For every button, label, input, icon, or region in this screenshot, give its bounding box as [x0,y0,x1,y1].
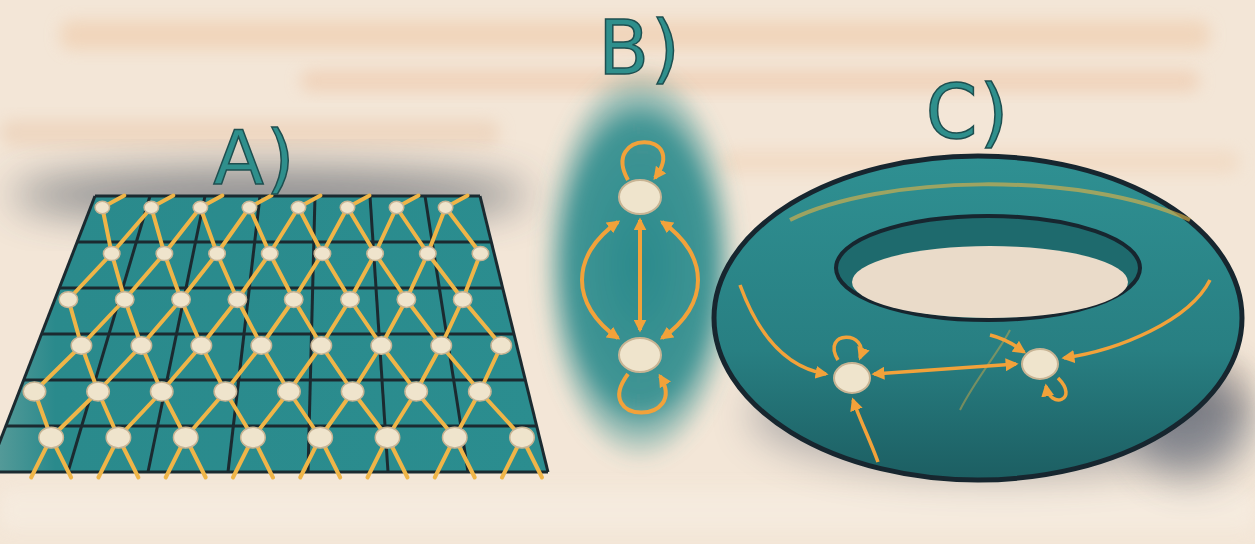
lattice-site [173,427,198,448]
panel-label-box: C) [926,75,1011,149]
grid-line [0,471,548,474]
lattice-site [405,382,428,401]
grid-line [59,287,502,290]
transition-arrow [619,374,665,413]
lattice-site [311,337,332,354]
grid-line [77,241,491,244]
transition-arrow [990,335,1024,352]
lattice-site [367,246,384,260]
lattice-site [453,292,472,308]
lattice-site [156,246,173,260]
lattice-site [144,201,159,213]
lattice-site [469,382,492,401]
lattice-site [115,292,134,308]
lattice-site [23,382,46,401]
lattice-site [472,246,489,260]
torus-highlight [960,330,1010,410]
lattice-site [39,427,64,448]
lattice-site [95,201,110,213]
site-dot [619,338,661,372]
transition-arrow [582,222,618,338]
panel-label: C) [926,69,1011,155]
lattice-bond [446,208,481,254]
lattice-site [442,427,467,448]
lattice-site [375,427,400,448]
lattice-site [397,292,416,308]
paint-streak [0,490,1255,530]
lattice-site [261,246,278,260]
torus-body [714,156,1242,480]
lattice-site [150,382,173,401]
lattice-bond [68,254,111,300]
lattice-site [291,201,306,213]
lattice-site [431,337,452,354]
panel-label: A) [213,115,297,201]
grid-line [42,333,515,336]
transition-arrow [874,364,1016,374]
grid-plane [0,196,548,472]
lattice-site [389,201,404,213]
lattice-site [103,246,120,260]
state-oval [540,65,740,465]
lattice-site [371,337,392,354]
site-dot [834,363,870,393]
lattice-site [251,337,272,354]
lattice-site [491,337,512,354]
lattice-site [340,201,355,213]
lattice-site [242,201,257,213]
lattice-site [172,292,191,308]
transition-arrow [853,400,878,462]
torus-hole-wall [836,216,1140,320]
lattice-bond [270,208,299,254]
grid-line [24,379,526,382]
transition-arrow [662,222,698,338]
lattice-site [228,292,247,308]
lattice-site [341,292,360,308]
lattice-site [510,427,535,448]
lattice-site [191,337,212,354]
torus-highlight [790,184,1190,220]
lattice-site [131,337,152,354]
panel-label-box: A) [213,121,297,195]
site-dot [1022,349,1058,379]
lattice-site [209,246,226,260]
lattice-bond [164,208,200,254]
lattice-site [341,382,364,401]
transition-arrow [1064,280,1210,358]
lattice-bond [217,208,249,254]
panel-label-box: B) [598,11,682,85]
panel-label: B) [598,5,682,91]
site-dot [619,180,661,214]
lattice-site [314,246,331,260]
paint-streak [300,70,1200,92]
lattice-site [308,427,333,448]
lattice-bond [112,208,152,254]
lattice-site [214,382,237,401]
torus-hole [852,246,1128,318]
transition-arrow [1046,378,1066,400]
lattice-site [241,427,265,448]
lattice-site [193,201,208,213]
lattice-site [278,382,301,401]
lattice-site [438,201,453,213]
transition-arrow [834,337,861,360]
lattice-site [106,427,131,448]
transition-arrow [740,285,826,374]
lattice-site [420,246,437,260]
lattice-bond [397,208,428,254]
lattice-site [71,337,92,354]
transition-arrow [623,142,664,180]
lattice-site [284,292,303,308]
lattice-site [87,382,110,401]
lattice-site [59,292,78,308]
transition-arrow [638,220,642,330]
